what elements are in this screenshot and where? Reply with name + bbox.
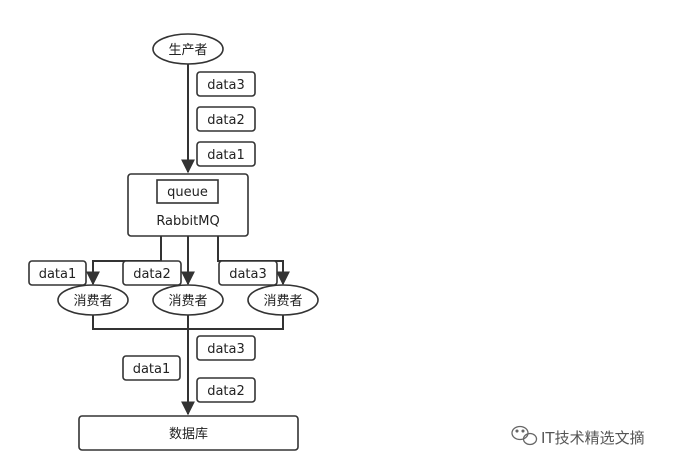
message-box: data3	[196, 335, 256, 361]
message-label: data3	[207, 78, 245, 93]
broker-name: RabbitMQ	[156, 214, 219, 229]
message-label: data1	[207, 148, 245, 163]
consumer-node: 消费者	[152, 284, 224, 316]
queue-box	[156, 179, 219, 204]
message-box: data2	[122, 260, 182, 286]
message-box: data3	[196, 71, 256, 97]
consumer-label: 消费者	[168, 294, 207, 309]
message-label: data2	[207, 113, 245, 128]
message-box: data1	[122, 355, 181, 381]
watermark-text: IT技术精选文摘	[541, 429, 645, 447]
message-label: data3	[229, 267, 267, 282]
consumer-label: 消费者	[263, 294, 302, 309]
watermark: IT技术精选文摘	[511, 425, 645, 447]
message-box: data1	[196, 141, 256, 167]
message-label: data1	[39, 267, 77, 282]
database-node: 数据库	[78, 415, 299, 451]
message-label: data1	[133, 362, 171, 377]
wechat-icon	[511, 425, 538, 446]
consumer-label: 消费者	[73, 294, 112, 309]
message-box: data2	[196, 106, 256, 132]
message-box: data3	[218, 260, 278, 286]
consumer-node: 消费者	[57, 284, 129, 316]
message-box: data1	[28, 260, 87, 286]
producer-node: 生产者	[152, 33, 224, 65]
queue-label: queue	[167, 185, 208, 200]
message-label: data2	[207, 384, 245, 399]
message-box: data2	[196, 377, 256, 403]
consumer-node: 消费者	[247, 284, 319, 316]
producer-label: 生产者	[168, 43, 207, 58]
message-label: data2	[133, 267, 171, 282]
message-label: data3	[207, 342, 245, 357]
database-label: 数据库	[169, 426, 208, 442]
rabbitmq-node: queue RabbitMQ	[127, 173, 249, 237]
